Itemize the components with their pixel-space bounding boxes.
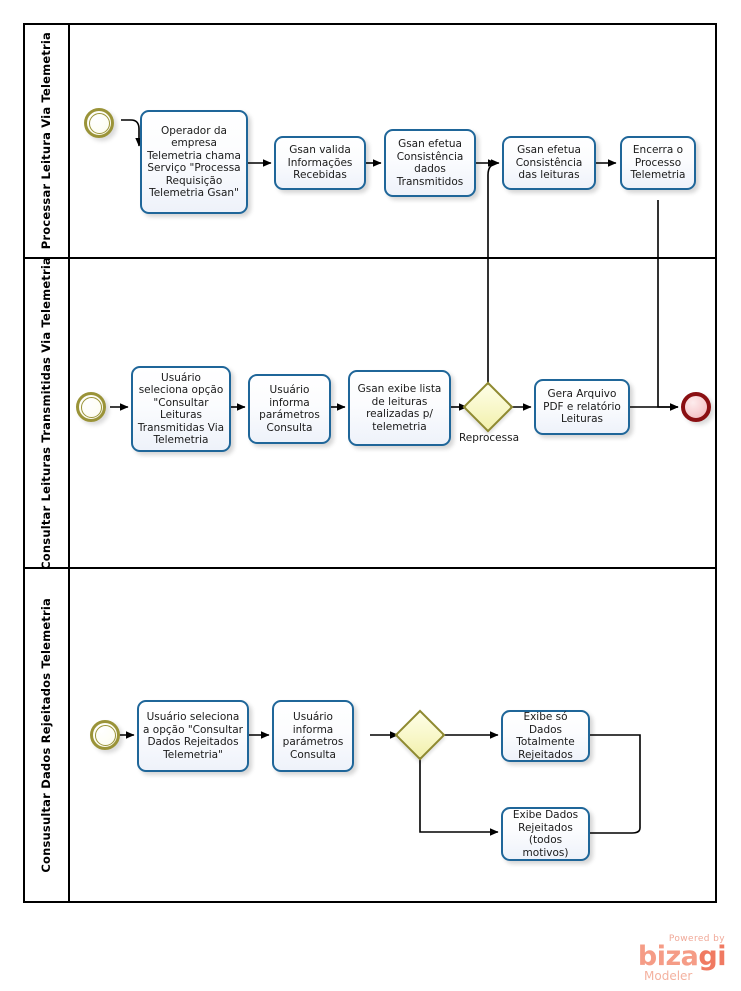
task-encerra-processo[interactable]: Encerra o Processo Telemetria [620, 136, 696, 190]
task-label: Usuário seleciona opção "Consultar Leitu… [137, 371, 225, 447]
task-gsan-valida-informacoes[interactable]: Gsan valida Informações Recebidas [274, 136, 366, 190]
logo-brand: bizagi [622, 941, 727, 972]
lane-header-consultar-rejeitados: Consusultar Dados Rejeitados Telemetria [25, 569, 70, 901]
task-gsan-consistencia-leituras[interactable]: Gsan efetua Consistência das leituras [502, 136, 596, 190]
task-gera-arquivo-pdf[interactable]: Gera Arquivo PDF e relatório Leituras [534, 379, 630, 435]
task-operador-chama-servico[interactable]: Operador da empresa Telemetria chama Ser… [140, 110, 248, 214]
lane-label-processar-leitura: Processar Leitura Via Telemetria [38, 32, 53, 250]
task-label: Gsan efetua Consistência das leituras [515, 144, 583, 182]
task-label: Gera Arquivo PDF e relatório Leituras [543, 388, 621, 426]
gateway-reprocessa-label: Reprocessa [458, 432, 520, 444]
task-usuario-seleciona-dados-rejeitados[interactable]: Usuário seleciona a opção "Consultar Dad… [137, 700, 249, 772]
logo-powered-by: Powered by [668, 934, 725, 944]
lane-processar-leitura: Processar Leitura Via Telemetria [25, 25, 715, 257]
logo-product: Modeler [644, 969, 693, 983]
lane-header-consultar-leituras: Consultar Leituras Transmitidas Via Tele… [25, 256, 70, 570]
task-label: Gsan valida Informações Recebidas [287, 144, 353, 182]
task-usuario-seleciona-consultar-leituras[interactable]: Usuário seleciona opção "Consultar Leitu… [131, 366, 231, 452]
lane-consultar-rejeitados: Consusultar Dados Rejeitados Telemetria [25, 567, 715, 901]
logo-brand-part1: biza [637, 941, 699, 972]
task-gsan-exibe-lista-leituras[interactable]: Gsan exibe lista de leituras realizadas … [348, 370, 451, 446]
process-pool: Processar Leitura Via Telemetria Consult… [23, 23, 717, 903]
task-label: Usuário informa parámetros Consulta [259, 384, 320, 434]
bizagi-logo: Powered by bizagi Modeler [622, 934, 727, 984]
lane-label-consultar-rejeitados: Consusultar Dados Rejeitados Telemetria [38, 597, 53, 873]
task-gsan-consistencia-dados[interactable]: Gsan efetua Consistência dados Transmiti… [384, 129, 476, 197]
start-event-consultar-rejeitados[interactable] [90, 720, 120, 750]
lane-header-processar-leitura: Processar Leitura Via Telemetria [25, 25, 70, 257]
lane-consultar-leituras: Consultar Leituras Transmitidas Via Tele… [25, 256, 715, 570]
start-event-consultar-leituras[interactable] [76, 392, 106, 422]
task-label: Exibe só Dados Totalmente Rejeitados [516, 711, 575, 761]
task-exibe-dados-totalmente-rejeitados[interactable]: Exibe só Dados Totalmente Rejeitados [501, 710, 590, 762]
task-label: Gsan exibe lista de leituras realizadas … [357, 383, 442, 433]
task-label: Usuário seleciona a opção "Consultar Dad… [143, 711, 243, 761]
task-label: Gsan efetua Consistência dados Transmiti… [396, 138, 464, 188]
task-label: Encerra o Processo Telemetria [630, 144, 686, 182]
task-label: Usuário informa parámetros Consulta [282, 711, 344, 761]
task-label: Exibe Dados Rejeitados (todos motivos) [512, 809, 579, 859]
lane-label-consultar-leituras: Consultar Leituras Transmitidas Via Tele… [38, 256, 53, 570]
task-exibe-dados-rejeitados-todos[interactable]: Exibe Dados Rejeitados (todos motivos) [501, 807, 590, 861]
logo-brand-part2: gi [698, 941, 726, 972]
task-usuario-informa-parametros-leituras[interactable]: Usuário informa parámetros Consulta [248, 374, 331, 444]
end-event-consultar-leituras[interactable] [681, 392, 711, 422]
start-event-processar-leitura[interactable] [84, 108, 114, 138]
task-usuario-informa-parametros-rejeitados[interactable]: Usuário informa parámetros Consulta [272, 700, 354, 772]
task-label: Operador da empresa Telemetria chama Ser… [147, 124, 241, 200]
